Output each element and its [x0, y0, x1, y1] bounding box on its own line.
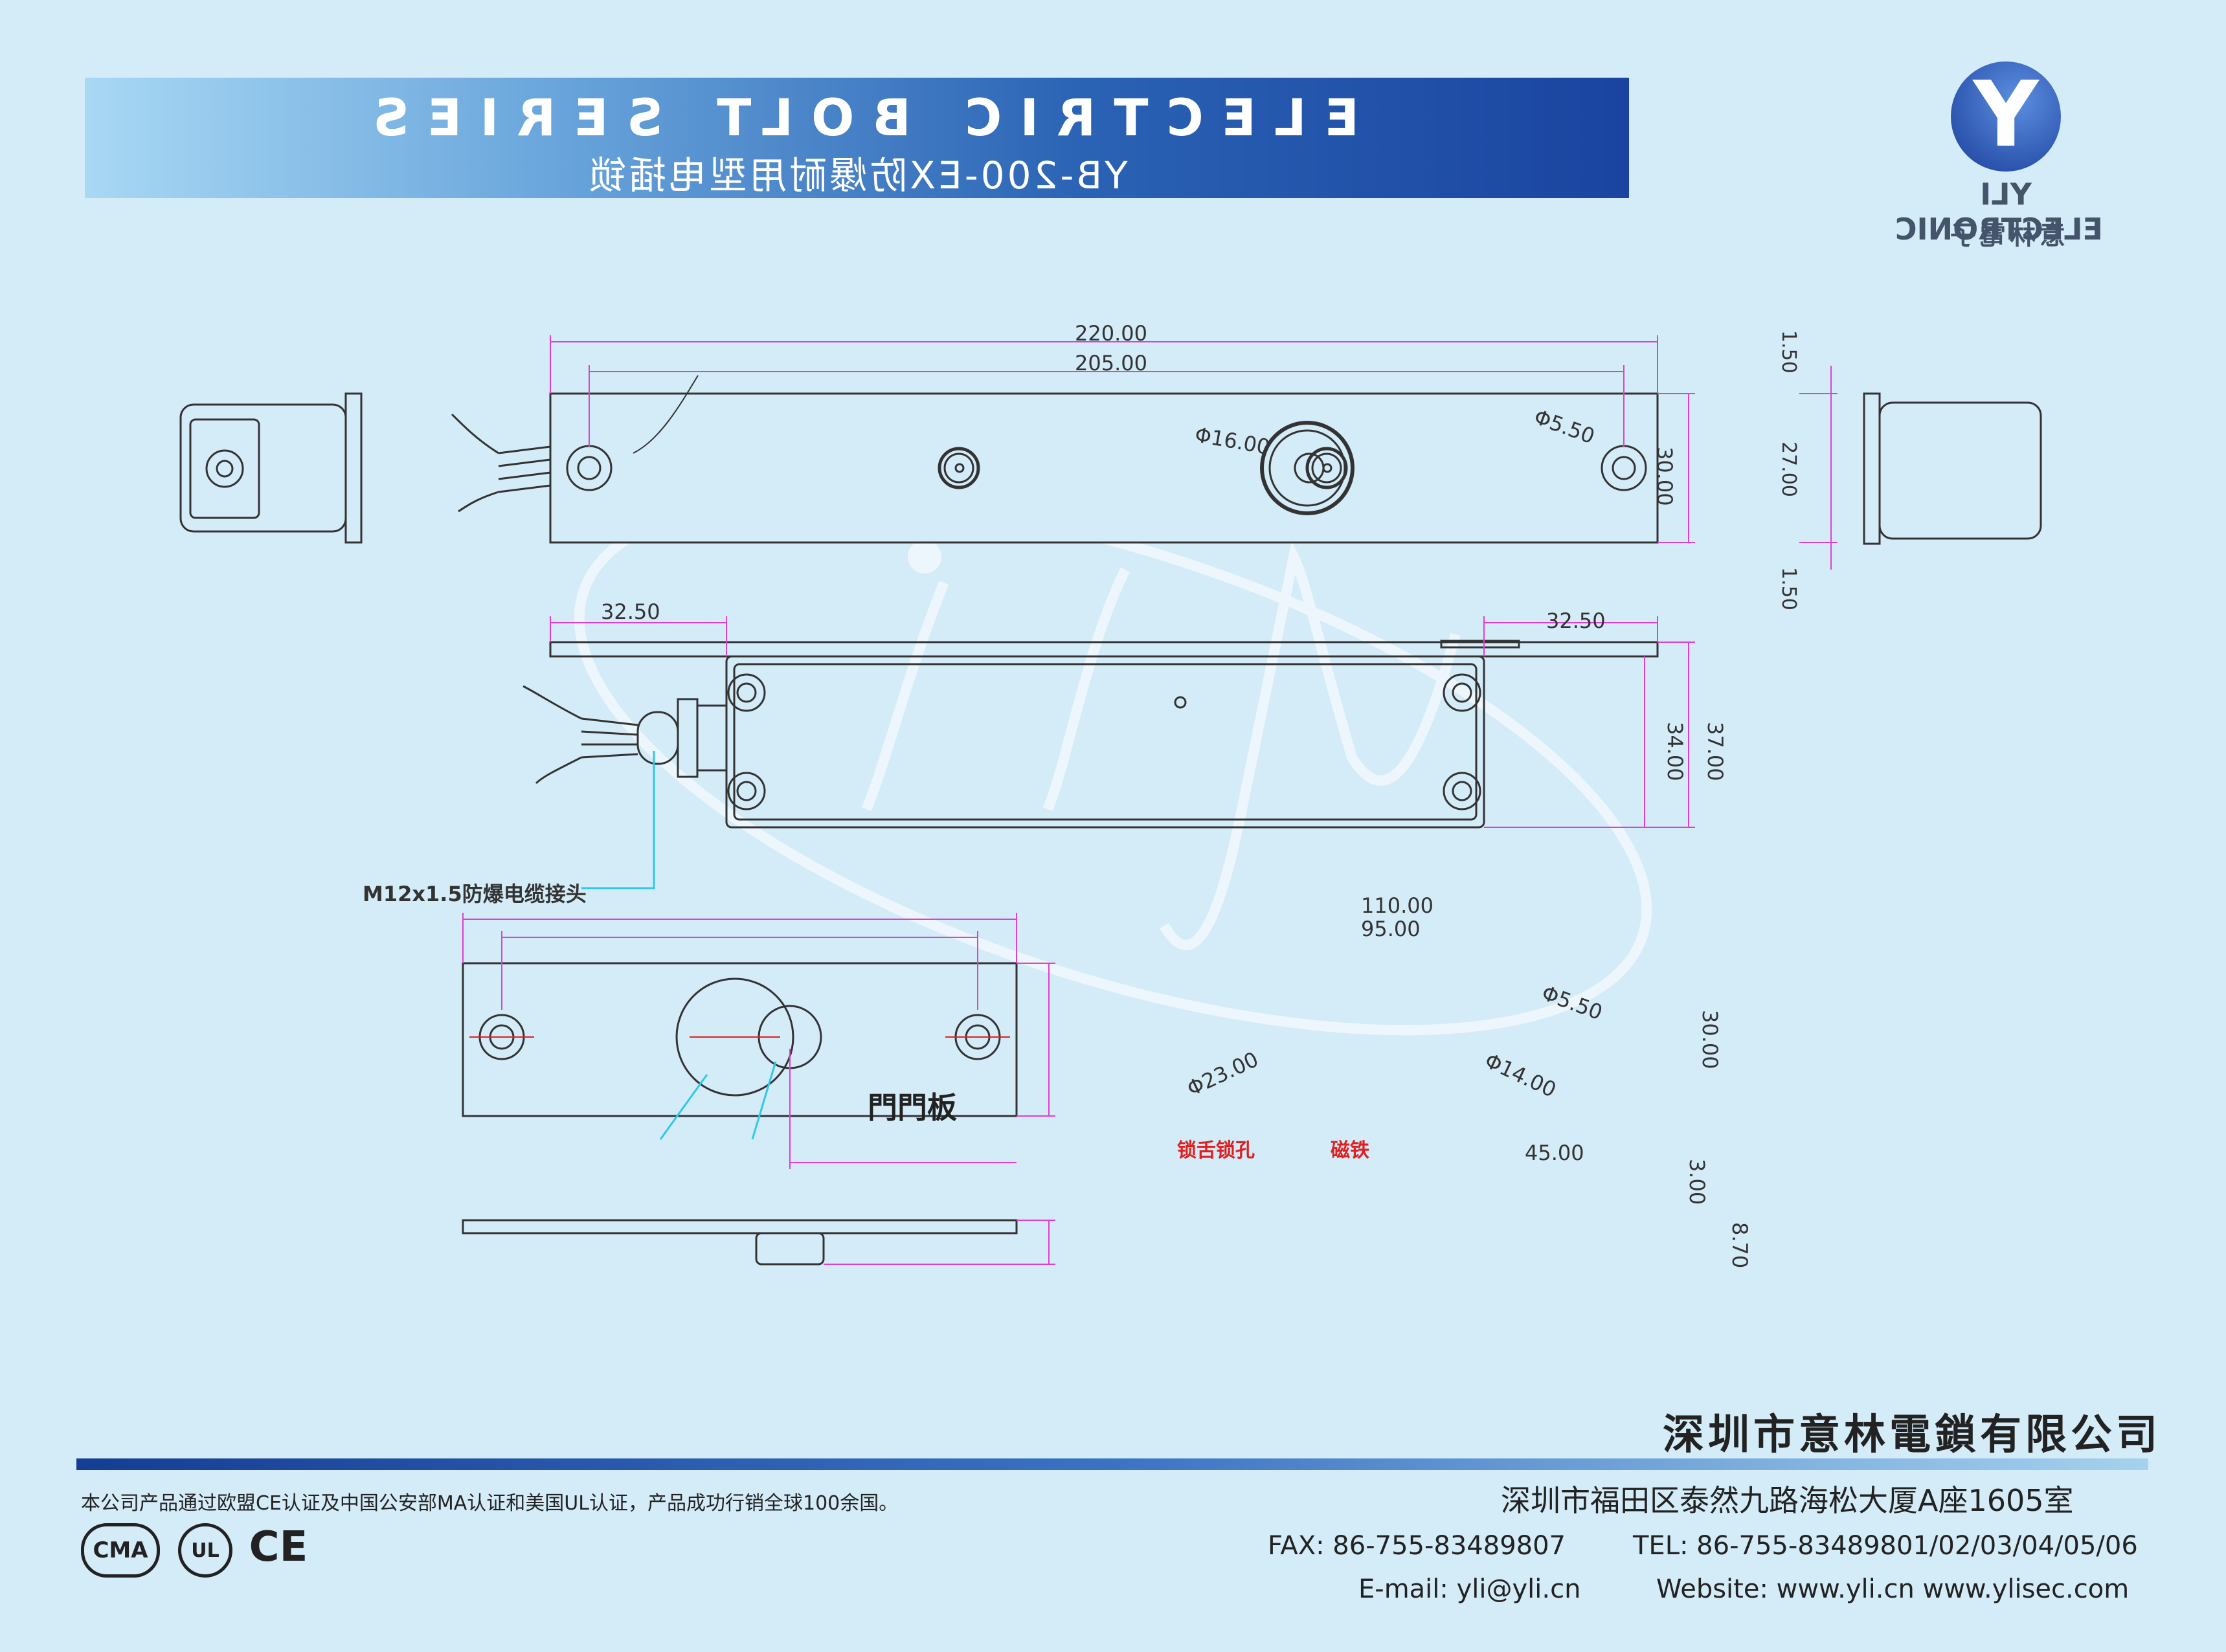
plate-dim-holes-label: 95.00: [1361, 917, 1421, 941]
end-dim-top-label: 1.50: [1777, 330, 1800, 374]
company-fax: FAX: 86-755-83489807: [1268, 1531, 1566, 1561]
ul-cert-icon: UL: [178, 1523, 232, 1578]
footer-divider: [76, 1458, 2148, 1470]
cma-cert-icon: CMA: [81, 1523, 160, 1578]
connector-label: M12x1.5防爆电缆接头: [363, 882, 587, 906]
bolt-main: [1260, 421, 1355, 515]
strike-plate-dimensions: [462, 913, 1055, 1265]
strike-plate-leaders: [659, 1061, 777, 1140]
company-email: E-mail: yli@yli.cn: [1358, 1574, 1581, 1604]
company-address: 深圳市福田区泰然九路海松大厦A座1605室: [1501, 1483, 2074, 1518]
watermark: [574, 492, 1652, 1036]
certification-note: 本公司产品通过欧盟CE认证及中国公安部MA认证和美国UL认证，产品成功行销全球1…: [81, 1492, 899, 1515]
end-dim-bottom-label: 1.50: [1777, 567, 1800, 610]
plate-magnet-label: 磁铁: [1331, 1139, 1369, 1162]
plate-bolt-hole-label: 锁舌锁孔: [1177, 1139, 1255, 1162]
company-phone: TEL: 86-755-83489801/02/03/04/05/06: [1633, 1531, 2138, 1561]
plate-dim-offset-label: 45.00: [1525, 1141, 1584, 1165]
side-view: [523, 640, 1659, 829]
top-dim-holes-label: 205.00: [1075, 351, 1147, 375]
top-dim-overall-label: 220.00: [1075, 321, 1147, 346]
company-website: Website: www.yli.cn www.ylisec.com: [1656, 1574, 2130, 1604]
end-view-dimensions: [1799, 366, 1838, 570]
side-dim-total-label: 37.00: [1703, 722, 1727, 781]
side-dim-right-label: 32.50: [1546, 608, 1606, 633]
connector-leader: [581, 751, 655, 889]
top-view-dimensions: [550, 335, 1695, 543]
side-view-dimensions: [550, 616, 1695, 828]
plate-dim-thickness-label: 3.00: [1685, 1159, 1709, 1205]
certification-badges: CMA UL CE: [81, 1518, 308, 1583]
plate-dim-total-thickness-label: 8.70: [1727, 1222, 1752, 1269]
end-view: [179, 392, 363, 544]
top-view-cable: [451, 413, 551, 513]
plate-title: 門門板: [868, 1090, 957, 1125]
plate-dim-height-label: 30.00: [1698, 1010, 1722, 1069]
ce-cert-icon: CE: [249, 1523, 308, 1571]
side-dim-left-label: 32.50: [601, 599, 660, 624]
end-view-cross: [1863, 392, 2042, 545]
end-dim-middle-label: 27.00: [1777, 441, 1800, 497]
top-dim-height-label: 30.00: [1652, 447, 1677, 506]
top-view: [549, 375, 1659, 544]
side-dim-body-label: 34.00: [1663, 722, 1687, 781]
plate-dim-overall-label: 110.00: [1361, 893, 1433, 918]
company-name: 深圳市意林電鎖有限公司: [1663, 1411, 2161, 1459]
